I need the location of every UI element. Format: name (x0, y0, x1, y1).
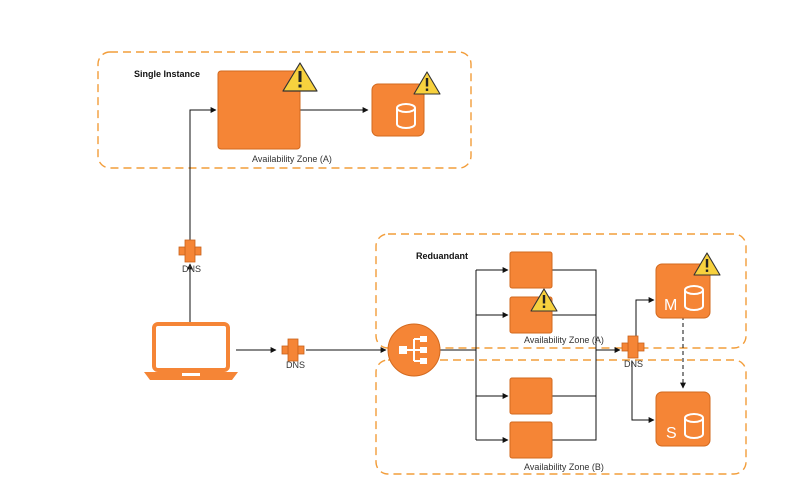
connector-dns-top-to-instance (189, 107, 217, 240)
dns-top-label: DNS (182, 264, 201, 274)
ec2-instance-b2[interactable] (509, 421, 553, 459)
warning-icon (413, 71, 441, 95)
single-rds-database[interactable] (371, 83, 425, 137)
slave-rds-database[interactable]: S (655, 391, 711, 447)
connector-back-1 (552, 269, 597, 441)
ec2-instance-a1[interactable] (509, 251, 553, 289)
dns-right-label: DNS (624, 359, 643, 369)
single-instance-title: Single Instance (134, 69, 200, 79)
ec2-instance-b1[interactable] (509, 377, 553, 415)
redundant-title: Reduandant (416, 251, 468, 261)
redundant-zone-a-label: Availability Zone (A) (524, 335, 604, 345)
single-zone-a-label: Availability Zone (A) (252, 154, 332, 164)
redundant-zone-b (375, 359, 747, 475)
slave-db-letter: S (666, 425, 677, 442)
load-balancer-icon[interactable] (387, 323, 441, 377)
dns-route53-icon[interactable] (178, 239, 202, 263)
laptop-client-icon[interactable] (144, 322, 238, 380)
dns-route53-icon[interactable] (281, 338, 305, 362)
master-db-letter: M (664, 297, 677, 314)
warning-icon (282, 62, 318, 92)
dns-bottom-label: DNS (286, 360, 305, 370)
master-rds-database[interactable]: M (655, 263, 711, 319)
dns-route53-icon[interactable] (621, 335, 645, 359)
single-ec2-instance[interactable] (217, 70, 301, 150)
warning-icon (530, 288, 558, 312)
single-instance-zone (97, 51, 472, 169)
redundant-zone-a (375, 233, 747, 349)
warning-icon (693, 252, 721, 276)
redundant-zone-b-label: Availability Zone (B) (524, 462, 604, 472)
connector-dns-right-to-master (635, 297, 655, 340)
connector-dns-right-to-slave (631, 362, 655, 423)
